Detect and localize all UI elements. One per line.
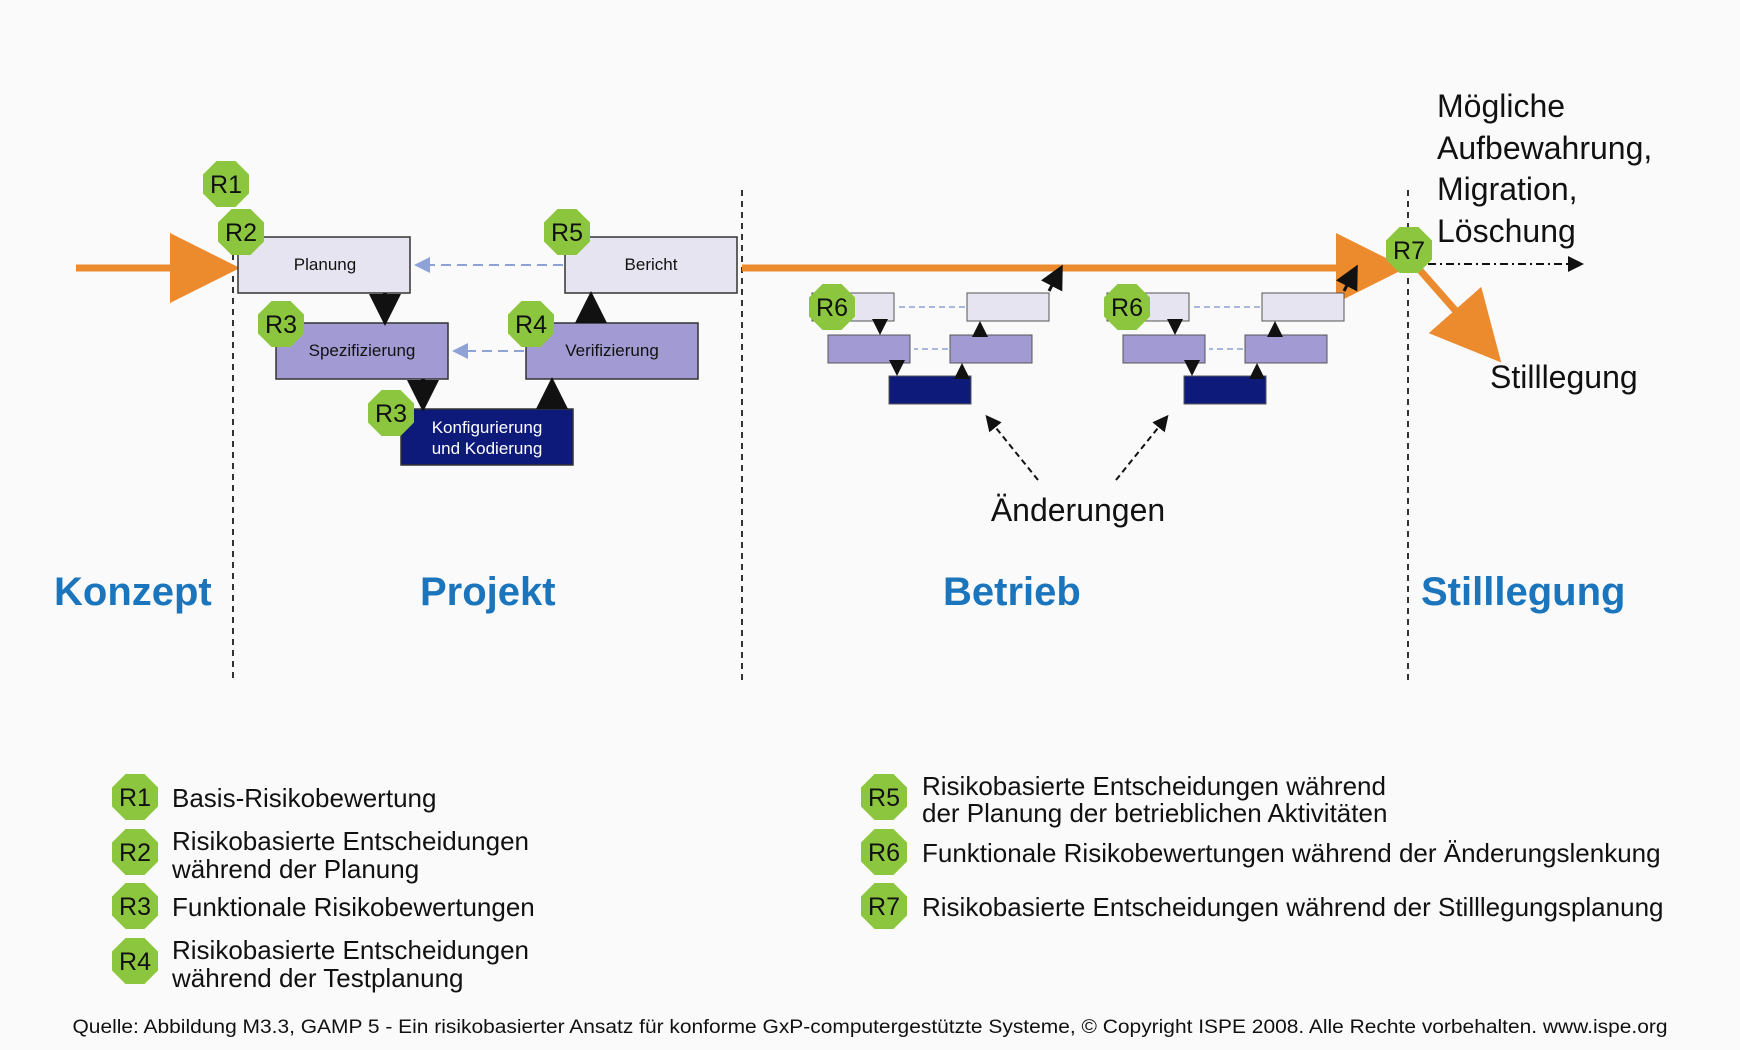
legend-item-r2: R2 Risikobasierte Entscheidungen während… <box>112 826 529 884</box>
badge-r3-konfig: R3 <box>368 390 414 436</box>
legend-item-r5: R5 Risikobasierte Entscheidungen während… <box>861 771 1387 828</box>
change1-konfig-box <box>888 375 972 405</box>
legend-r4-line2: während der Testplanung <box>171 963 464 993</box>
badge-r5: R5 <box>544 209 590 255</box>
legend-r5-line2: der Planung der betrieblichen Aktivitäte… <box>922 798 1387 828</box>
badge-r2: R2 <box>218 209 264 255</box>
phase-stilllegung: Stilllegung <box>1421 570 1625 614</box>
svg-text:R7: R7 <box>868 893 900 921</box>
planung-box <box>237 236 411 294</box>
legend-r5-line1: Risikobasierte Entscheidungen während <box>922 771 1386 801</box>
legend-item-r4: R4 Risikobasierte Entscheidungen während… <box>112 935 529 993</box>
legend-item-r3: R3 Funktionale Risikobewertungen <box>112 883 535 929</box>
change1-verif-box <box>949 334 1033 364</box>
phase-konzept: Konzept <box>54 570 212 614</box>
legend-item-r7: R7 Risikobasierte Entscheidungen während… <box>861 883 1663 929</box>
svg-text:R6: R6 <box>1111 294 1143 322</box>
svg-text:R3: R3 <box>265 311 297 339</box>
aenderungen-arrow-right <box>1115 414 1169 481</box>
aenderungen-label: Änderungen <box>991 492 1165 528</box>
legend-r2-line2: während der Planung <box>171 854 419 884</box>
bericht-label: Bericht <box>625 255 678 274</box>
svg-text:R2: R2 <box>225 219 257 247</box>
badge-r6-cycle1: R6 <box>809 284 855 330</box>
svg-text:R3: R3 <box>375 400 407 428</box>
legend-r7-line1: Risikobasierte Entscheidungen während de… <box>922 892 1663 922</box>
svg-text:R6: R6 <box>868 839 900 867</box>
moegliche-line2: Aufbewahrung, <box>1437 130 1652 166</box>
spezifizierung-box <box>275 322 449 380</box>
change1-bericht-box <box>966 292 1050 322</box>
konfigurierung-label-2: und Kodierung <box>432 439 543 458</box>
legend-r2-line1: Risikobasierte Entscheidungen <box>172 826 529 856</box>
svg-text:R6: R6 <box>816 294 848 322</box>
svg-text:R5: R5 <box>551 219 583 247</box>
legend-item-r1: R1 Basis-Risikobewertung <box>112 774 436 820</box>
svg-text:R1: R1 <box>119 784 151 812</box>
badge-r3-spezifizierung: R3 <box>258 301 304 347</box>
badge-r4: R4 <box>508 301 554 347</box>
planung-label: Planung <box>294 255 356 274</box>
bericht-box <box>564 236 738 294</box>
change-cycle-2 <box>1106 264 1358 405</box>
stilllegung-branch-label: Stilllegung <box>1490 359 1638 395</box>
legend-r6-line1: Funktionale Risikobewertungen während de… <box>922 838 1661 868</box>
change1-spez-box <box>827 334 911 364</box>
change-cycle-1 <box>811 264 1063 405</box>
svg-text:R5: R5 <box>868 784 900 812</box>
svg-text:R4: R4 <box>515 311 547 339</box>
legend-r1-line1: Basis-Risikobewertung <box>172 783 436 813</box>
legend-item-r6: R6 Funktionale Risikobewertungen während… <box>861 829 1661 875</box>
verifizierung-box <box>525 322 699 380</box>
aenderungen-arrow-left <box>985 414 1039 481</box>
change2-verif-box <box>1244 334 1328 364</box>
badge-r7: R7 <box>1386 227 1432 273</box>
change2-spez-box <box>1122 334 1206 364</box>
legend-r4-line1: Risikobasierte Entscheidungen <box>172 935 529 965</box>
badge-r1: R1 <box>203 161 249 207</box>
badge-r6-cycle2: R6 <box>1104 284 1150 330</box>
moegliche-line3: Migration, <box>1437 171 1578 207</box>
konfigurierung-label-1: Konfigurierung <box>432 418 543 437</box>
svg-text:R4: R4 <box>119 948 151 976</box>
source-footer: Quelle: Abbildung M3.3, GAMP 5 - Ein ris… <box>73 1017 1668 1038</box>
change2-bericht-box <box>1261 292 1345 322</box>
svg-text:R2: R2 <box>119 839 151 867</box>
svg-text:R3: R3 <box>119 893 151 921</box>
verifizierung-label: Verifizierung <box>565 341 659 360</box>
spezifizierung-label: Spezifizierung <box>309 341 416 360</box>
phase-projekt: Projekt <box>420 570 556 614</box>
phase-betrieb: Betrieb <box>943 570 1081 614</box>
moegliche-line1: Mögliche <box>1437 88 1565 124</box>
konfigurierung-box <box>400 408 574 466</box>
svg-text:R1: R1 <box>210 171 242 199</box>
moegliche-line4: Löschung <box>1437 213 1576 249</box>
change2-konfig-box <box>1183 375 1267 405</box>
legend-r3-line1: Funktionale Risikobewertungen <box>172 892 535 922</box>
timeline-stilllegung-branch <box>1415 265 1502 363</box>
svg-text:R7: R7 <box>1393 237 1425 265</box>
